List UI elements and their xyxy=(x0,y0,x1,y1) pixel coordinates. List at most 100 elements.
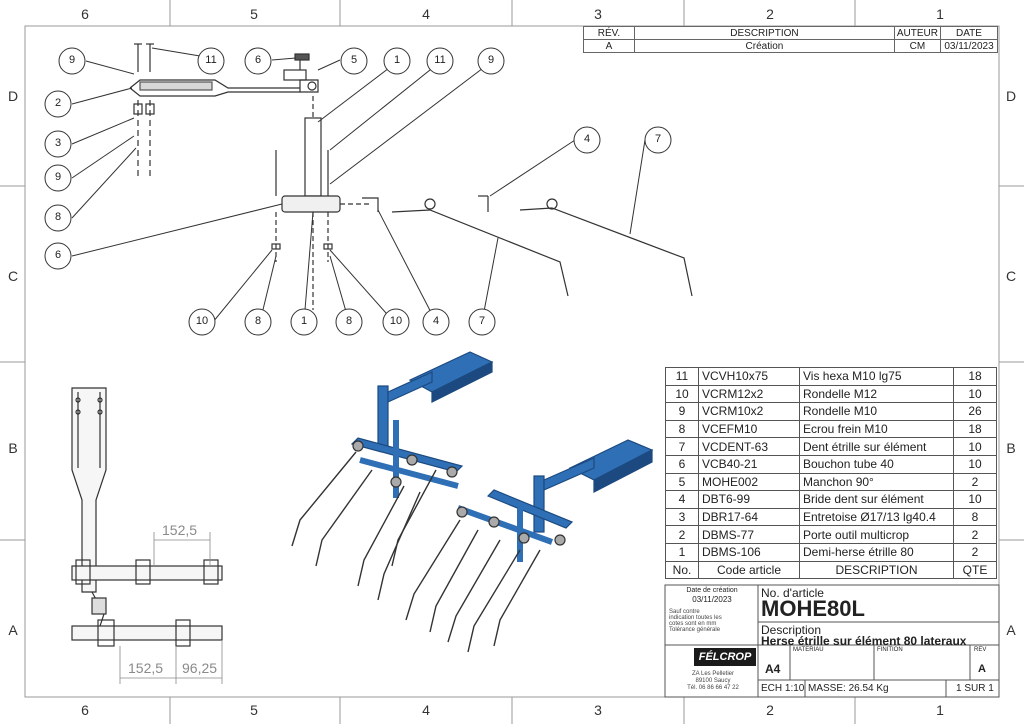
bom-description: Vis hexa M10 lg75 xyxy=(799,367,954,386)
isometric-view-right xyxy=(456,439,654,562)
balloon-1: 1 xyxy=(300,315,308,327)
balloon-10: 10 xyxy=(195,315,209,327)
sheet-number: 1 SUR 1 xyxy=(956,683,994,694)
balloon-callouts xyxy=(44,47,672,336)
bom-description: Bouchon tube 40 xyxy=(799,454,954,474)
zone-bottom-3: 3 xyxy=(594,702,602,718)
zone-top-3: 3 xyxy=(594,6,602,22)
bom-quantity: 2 xyxy=(953,525,997,544)
bom-header-code: Code article xyxy=(698,560,800,580)
note-line: Tolérance générale xyxy=(669,627,721,633)
scale-value: ECH 1:10 xyxy=(761,683,805,694)
balloon-6: 6 xyxy=(54,249,62,261)
bom-item-number: 10 xyxy=(665,384,699,404)
isometric-view-left xyxy=(350,351,494,498)
side-view xyxy=(71,387,223,647)
balloon-8: 8 xyxy=(345,315,353,327)
zone-left-d: D xyxy=(7,88,19,104)
zone-top-2: 2 xyxy=(766,6,774,22)
bom-code: DBT6-99 xyxy=(698,490,800,509)
zone-right-c: C xyxy=(1005,268,1017,284)
zone-left-a: A xyxy=(8,622,18,638)
balloon-8: 8 xyxy=(54,211,62,223)
balloon-7: 7 xyxy=(654,133,662,145)
bom-code: VCB40-21 xyxy=(698,454,800,474)
rev-label: REV xyxy=(974,647,987,653)
bom-quantity: 10 xyxy=(953,454,997,474)
bom-description: Porte outil multicrop xyxy=(799,525,954,544)
balloon-10: 10 xyxy=(389,315,403,327)
bom-code: DBR17-64 xyxy=(698,507,800,527)
company-address: ZA Les Pelletier 89100 Saucy Tél. 06 86 … xyxy=(668,671,758,692)
bom-code: MOHE002 xyxy=(698,472,800,492)
bom-code: VCRM10x2 xyxy=(698,402,800,421)
bom-description: Rondelle M12 xyxy=(799,384,954,404)
rev-value: A xyxy=(583,39,635,53)
isometric-tines-left xyxy=(291,451,437,601)
revision-header-row: RÉV. DESCRIPTION AUTEUR DATE xyxy=(583,26,998,40)
bom-item-number: 5 xyxy=(665,472,699,492)
zone-top-5: 5 xyxy=(250,6,258,22)
article-number: MOHE80L xyxy=(761,596,865,621)
balloon-9: 9 xyxy=(487,54,495,66)
balloon-9: 9 xyxy=(54,171,62,183)
balloon-5: 5 xyxy=(350,54,358,66)
isometric-tines-right xyxy=(405,519,541,653)
zone-top-4: 4 xyxy=(422,6,430,22)
bom-quantity: 18 xyxy=(953,367,997,386)
bom-header-qty: QTE xyxy=(953,560,997,580)
materiau-label: MATERIAU xyxy=(793,647,824,653)
balloon-7: 7 xyxy=(478,315,486,327)
balloon-3: 3 xyxy=(54,137,62,149)
zone-top-6: 6 xyxy=(81,6,89,22)
balloon-6: 6 xyxy=(254,54,262,66)
revision-row: A Création CM 03/11/2023 xyxy=(583,39,998,53)
bom-item-number: 1 xyxy=(665,542,699,562)
zone-right-a: A xyxy=(1006,622,1016,638)
zone-top-1: 1 xyxy=(936,6,944,22)
bom-code: VCEFM10 xyxy=(698,419,800,439)
bom-header-no: No. xyxy=(665,560,699,580)
bom-code: VCDENT-63 xyxy=(698,437,800,456)
zone-right-b: B xyxy=(1006,440,1016,456)
bom-quantity: 26 xyxy=(953,402,997,421)
bom-quantity: 10 xyxy=(953,490,997,509)
bom-item-number: 11 xyxy=(665,367,699,386)
description-label: Description xyxy=(761,623,822,637)
bom-item-number: 2 xyxy=(665,525,699,544)
balloon-1: 1 xyxy=(393,54,401,66)
bom-description: Entretoise Ø17/13 lg40.4 xyxy=(799,507,954,527)
zone-left-c: C xyxy=(7,268,19,284)
creation-date-label: Date de création xyxy=(686,587,738,594)
exploded-view xyxy=(129,43,693,310)
dimension-lines xyxy=(119,532,223,684)
balloon-11: 11 xyxy=(205,54,217,66)
bom-item-number: 8 xyxy=(665,419,699,439)
zone-left-b: B xyxy=(8,440,18,456)
tolerance-notes: Sauf contre indication toutes les cotes … xyxy=(669,609,757,633)
zone-bottom-2: 2 xyxy=(766,702,774,718)
note-line: Sauf contre xyxy=(669,609,700,615)
dimension-top: 152,5 xyxy=(162,522,198,538)
balloon-9: 9 xyxy=(68,54,76,66)
balloon-leaders xyxy=(71,47,646,323)
bom-code: VCVH10x75 xyxy=(698,367,800,386)
bom-quantity: 2 xyxy=(953,472,997,492)
rev-value-title: A xyxy=(978,663,986,675)
article-label: No. d'article xyxy=(761,586,824,600)
company-logo: FÉLCROP xyxy=(694,648,756,666)
rev-date-value: 03/11/2023 xyxy=(940,39,998,53)
zone-bottom-1: 1 xyxy=(936,702,944,718)
bom-header-description: DESCRIPTION xyxy=(799,560,954,580)
